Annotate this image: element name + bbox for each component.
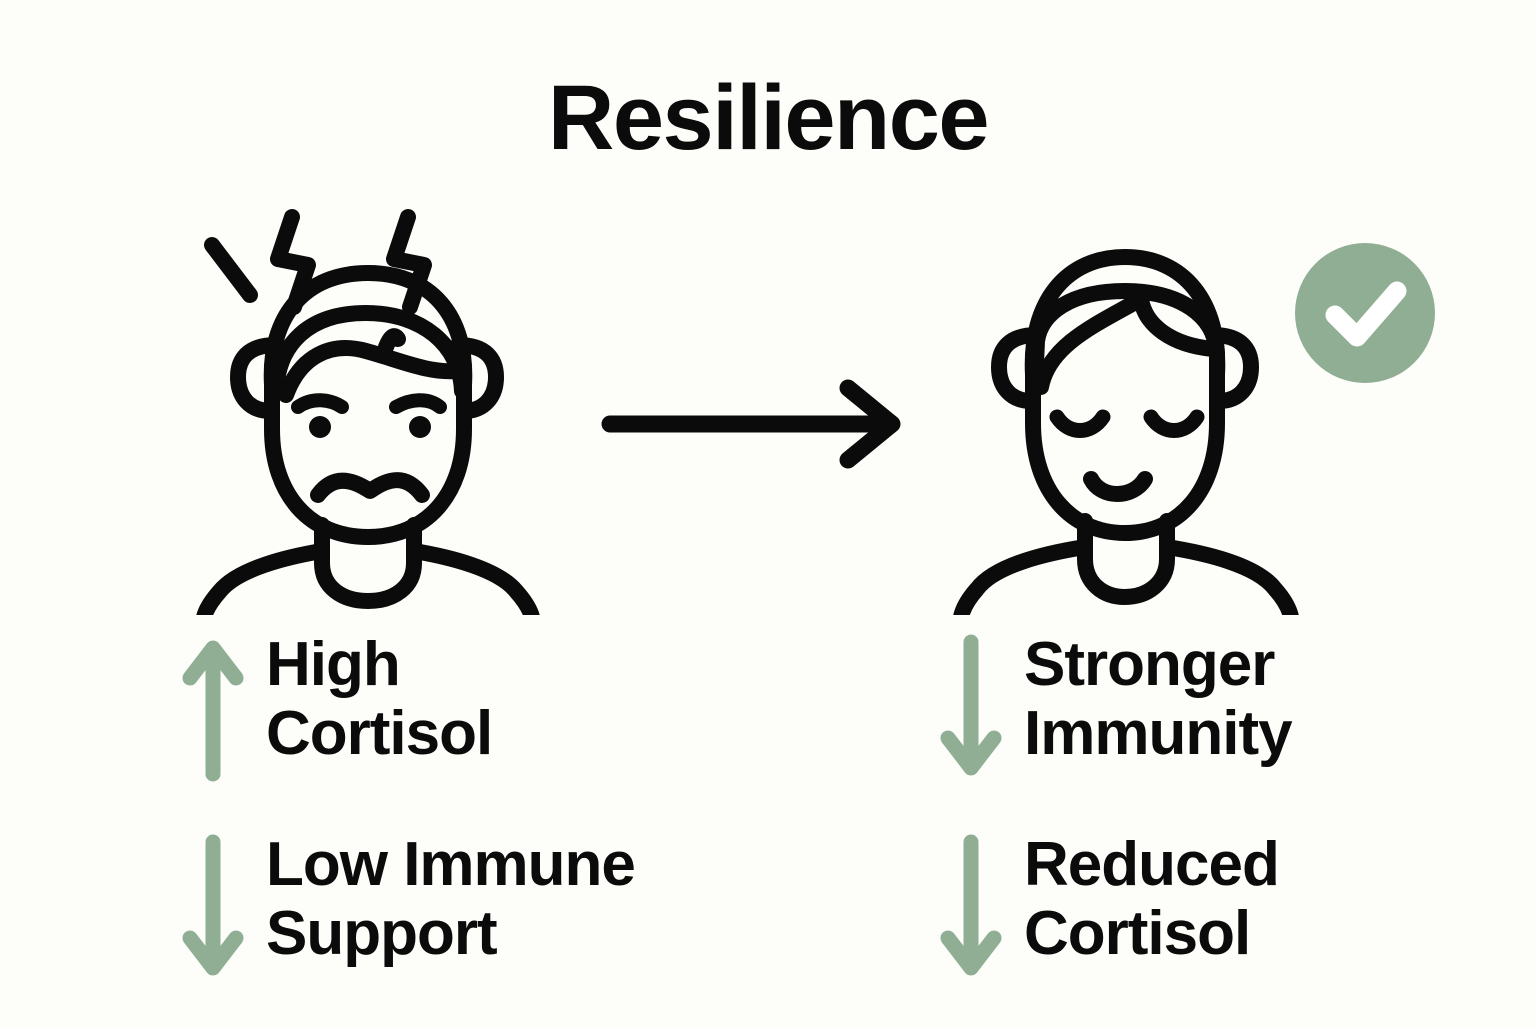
arrow-up-icon bbox=[182, 634, 244, 782]
arrow-down-icon bbox=[940, 634, 1002, 782]
head-outline bbox=[1024, 249, 1226, 541]
stressed-person-figure bbox=[190, 195, 550, 615]
arrow-head-icon bbox=[839, 379, 901, 469]
stat-row: Stronger Immunity bbox=[940, 628, 1500, 782]
frown-mouth-icon bbox=[310, 472, 430, 503]
closed-eyes-icon bbox=[1049, 409, 1205, 438]
ears-icon bbox=[991, 327, 1259, 409]
stat-label: Low Immune Support bbox=[266, 830, 636, 969]
smile-mouth-icon bbox=[1083, 471, 1153, 502]
neck bbox=[1077, 513, 1175, 605]
shoulders bbox=[953, 539, 1093, 615]
stats-left-column: High Cortisol Low Immune Support bbox=[182, 628, 802, 1028]
hair-sweep bbox=[1027, 283, 1225, 393]
stat-label: High Cortisol bbox=[266, 630, 493, 769]
neck bbox=[314, 517, 422, 609]
check-badge-icon bbox=[1295, 243, 1435, 383]
stat-label: Reduced Cortisol bbox=[1024, 830, 1280, 969]
stat-row: Low Immune Support bbox=[182, 828, 802, 982]
transition-arrow bbox=[600, 378, 910, 470]
eyes-icon bbox=[309, 416, 431, 438]
calm-person-figure bbox=[945, 195, 1445, 615]
hair-fringe bbox=[268, 305, 470, 399]
checkmark-icon bbox=[1325, 281, 1407, 347]
shoulders bbox=[196, 543, 330, 615]
arrow-down-icon bbox=[940, 834, 1002, 982]
stat-row: High Cortisol bbox=[182, 628, 802, 782]
stat-row: Reduced Cortisol bbox=[940, 828, 1500, 982]
stat-label: Stronger Immunity bbox=[1024, 630, 1293, 769]
page-title: Resilience bbox=[547, 67, 990, 169]
eyebrows-icon bbox=[291, 393, 447, 414]
arrow-down-icon bbox=[182, 834, 244, 982]
head-outline bbox=[263, 265, 473, 545]
ears-icon bbox=[230, 337, 504, 419]
stats-right-column: Stronger Immunity Reduced Cortisol bbox=[940, 628, 1500, 1028]
